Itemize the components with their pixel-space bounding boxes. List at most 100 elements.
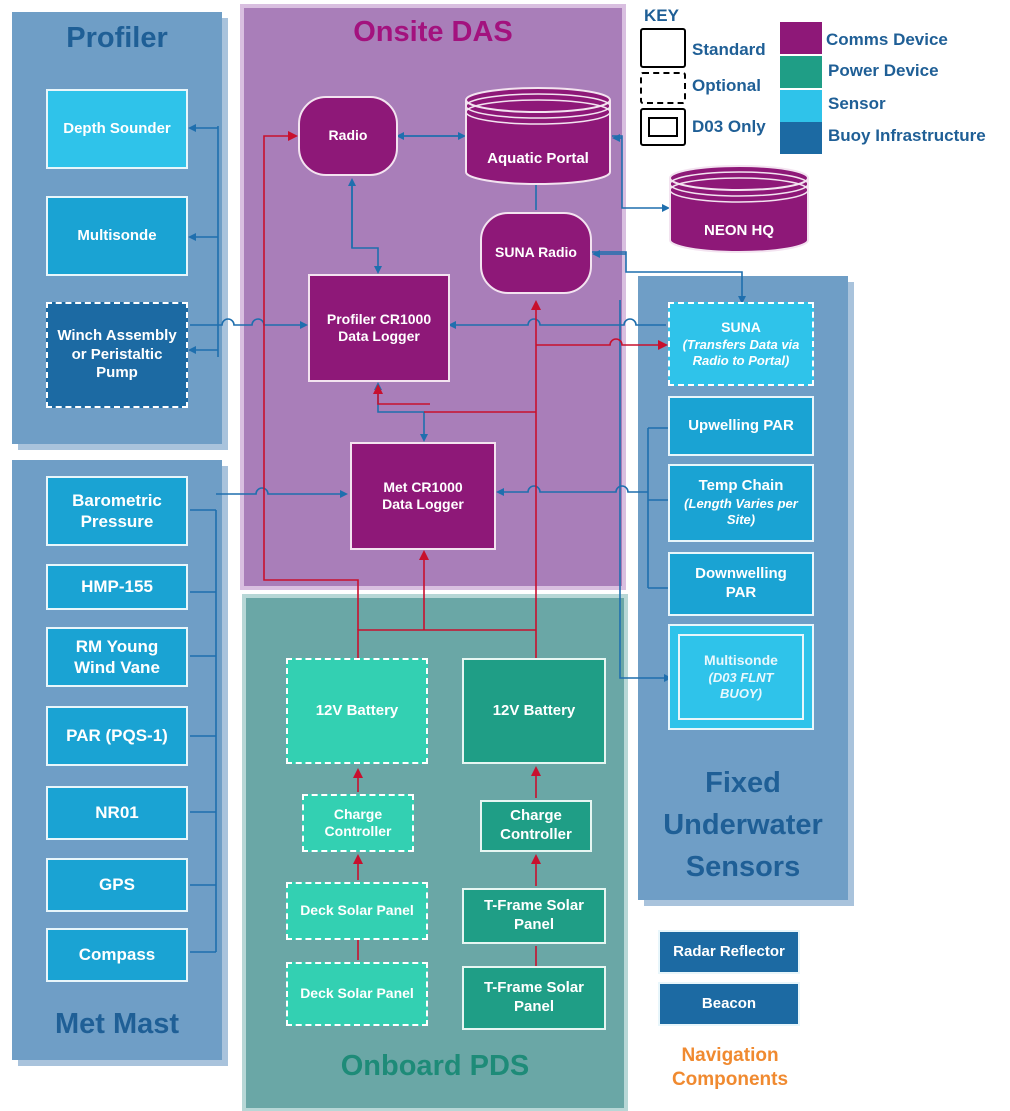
- charge-right-line-1: Charge: [510, 807, 562, 825]
- charge-right-line-2: Controller: [500, 826, 572, 843]
- key-infra-label: Buoy Infrastructure: [828, 126, 986, 145]
- depth-sounder-label: Depth Sounder: [63, 119, 171, 137]
- winch-assembly-box: Winch Assembly or Peristaltic Pump: [46, 302, 188, 408]
- d03-multisonde-title: Multisonde: [704, 652, 778, 668]
- met-logger-box: Met CR1000 Data Logger: [350, 442, 496, 550]
- profiler-logger-line-2: Data Logger: [338, 328, 420, 344]
- neon-hq-cylinder: [669, 165, 809, 253]
- tframe-1-box: T-Frame Solar Panel: [462, 888, 606, 944]
- par-pqs1-box: PAR (PQS-1): [46, 706, 188, 766]
- beacon-label: Beacon: [701, 994, 757, 1012]
- barometric-line-2: Pressure: [80, 512, 154, 531]
- depth-sounder-box: Depth Sounder: [46, 89, 188, 169]
- suna-radio-box: SUNA Radio: [480, 212, 592, 294]
- deck-solar-1-label: Deck Solar Panel: [300, 902, 414, 919]
- tframe-2-line-2: Panel: [513, 998, 554, 1015]
- d03-multisonde-note-line-1: (D03 FLNT: [708, 669, 774, 685]
- deck-solar-1-box: Deck Solar Panel: [286, 882, 428, 940]
- charge-left-line-2: Controller: [324, 823, 392, 839]
- suna-title: SUNA: [721, 319, 761, 335]
- d03-multisonde-note-line-2: BUOY): [720, 685, 762, 701]
- onsite-das-title: Onsite DAS: [353, 16, 513, 48]
- profiler-logger-line-1: Profiler CR1000: [326, 310, 432, 327]
- par-pqs1-label: PAR (PQS-1): [66, 726, 168, 746]
- winch-line-2: or Peristaltic: [71, 345, 163, 363]
- battery-right-label: 12V Battery: [492, 701, 576, 719]
- tframe-2-box: T-Frame Solar Panel: [462, 966, 606, 1030]
- navigation-components-label: Navigation Components: [650, 1044, 810, 1092]
- d03-multisonde-inner: Multisonde (D03 FLNT BUOY): [678, 634, 804, 720]
- onboard-pds-title: Onboard PDS: [340, 1050, 530, 1082]
- suna-note-line-2: Radio to Portal): [692, 352, 790, 368]
- downwelling-line-1: Downwelling: [695, 565, 787, 583]
- key-infra-swatch: [780, 122, 822, 154]
- radio-label: Radio: [328, 127, 368, 144]
- wind-vane-line-1: RM Young: [75, 636, 159, 656]
- temp-chain-note-line-1: (Length Varies per: [684, 496, 798, 512]
- key-power-swatch: [780, 56, 822, 88]
- met-mast-title: Met Mast: [54, 1008, 180, 1040]
- wind-vane-box: RM Young Wind Vane: [46, 627, 188, 687]
- winch-line-1: Winch Assembly: [57, 326, 177, 344]
- profiler-title: Profiler: [66, 22, 168, 54]
- beacon-box: Beacon: [658, 982, 800, 1026]
- aquatic-portal-cylinder: [465, 87, 611, 185]
- nr01-label: NR01: [95, 803, 139, 823]
- barometric-line-1: Barometric: [72, 490, 162, 510]
- tframe-1-line-2: Panel: [513, 916, 554, 933]
- upwelling-par-box: Upwelling PAR: [668, 396, 814, 456]
- key-comms-label: Comms Device: [826, 30, 948, 49]
- hmp-155-label: HMP-155: [81, 577, 153, 597]
- compass-label: Compass: [78, 945, 156, 965]
- radar-reflector-label: Radar Reflector: [673, 942, 785, 960]
- key-optional-swatch: [640, 72, 686, 104]
- met-logger-line-1: Met CR1000: [383, 478, 463, 495]
- charge-right-box: Charge Controller: [480, 800, 592, 852]
- barometric-pressure-box: Barometric Pressure: [46, 476, 188, 546]
- compass-box: Compass: [46, 928, 188, 982]
- fixed-underwater-title: Fixed Underwater Sensors: [638, 762, 848, 888]
- nr01-box: NR01: [46, 786, 188, 840]
- temp-chain-note-line-2: Site): [726, 512, 756, 528]
- navigation-line-2: Components: [671, 1068, 789, 1090]
- radar-reflector-box: Radar Reflector: [658, 930, 800, 974]
- key-title: KEY: [644, 6, 679, 25]
- key-d03-inner-swatch: [648, 117, 678, 137]
- wind-vane-line-2: Wind Vane: [74, 658, 160, 677]
- navigation-line-1: Navigation: [681, 1045, 779, 1066]
- winch-line-3: Pump: [96, 364, 138, 382]
- suna-box: SUNA (Transfers Data via Radio to Portal…: [668, 302, 814, 386]
- profiler-logger-box: Profiler CR1000 Data Logger: [308, 274, 450, 382]
- fixed-underwater-title-line-2: Underwater: [663, 809, 823, 842]
- profiler-multisonde-box: Multisonde: [46, 196, 188, 276]
- battery-right-box: 12V Battery: [462, 658, 606, 764]
- deck-solar-2-label: Deck Solar Panel: [300, 985, 414, 1002]
- tframe-1-line-1: T-Frame Solar: [483, 897, 585, 915]
- aquatic-portal-label: Aquatic Portal: [487, 150, 589, 167]
- upwelling-par-label: Upwelling PAR: [688, 416, 794, 434]
- fixed-underwater-title-line-1: Fixed: [705, 767, 781, 799]
- key-optional-label: Optional: [692, 76, 761, 95]
- key-sensor-label: Sensor: [828, 94, 886, 113]
- d03-multisonde-outer: Multisonde (D03 FLNT BUOY): [668, 624, 814, 730]
- hmp-155-box: HMP-155: [46, 564, 188, 610]
- suna-note-line-1: (Transfers Data via: [682, 336, 800, 352]
- profiler-multisonde-label: Multisonde: [77, 226, 157, 244]
- downwelling-line-2: PAR: [725, 584, 757, 601]
- key-standard-label: Standard: [692, 40, 766, 59]
- temp-chain-box: Temp Chain (Length Varies per Site): [668, 464, 814, 542]
- charge-left-box: Charge Controller: [302, 794, 414, 852]
- charge-left-line-1: Charge: [333, 805, 383, 822]
- downwelling-par-box: Downwelling PAR: [668, 552, 814, 616]
- temp-chain-title: Temp Chain: [698, 477, 784, 495]
- suna-radio-label: SUNA Radio: [495, 244, 577, 261]
- key-sensor-swatch: [780, 90, 822, 122]
- battery-left-box: 12V Battery: [286, 658, 428, 764]
- tframe-2-line-1: T-Frame Solar: [483, 979, 585, 997]
- gps-label: GPS: [99, 875, 135, 895]
- met-logger-line-2: Data Logger: [382, 496, 464, 512]
- key-d03-swatch: [640, 108, 686, 146]
- key-d03-label: D03 Only: [692, 117, 766, 136]
- key-power-label: Power Device: [828, 61, 939, 80]
- battery-left-label: 12V Battery: [315, 701, 399, 719]
